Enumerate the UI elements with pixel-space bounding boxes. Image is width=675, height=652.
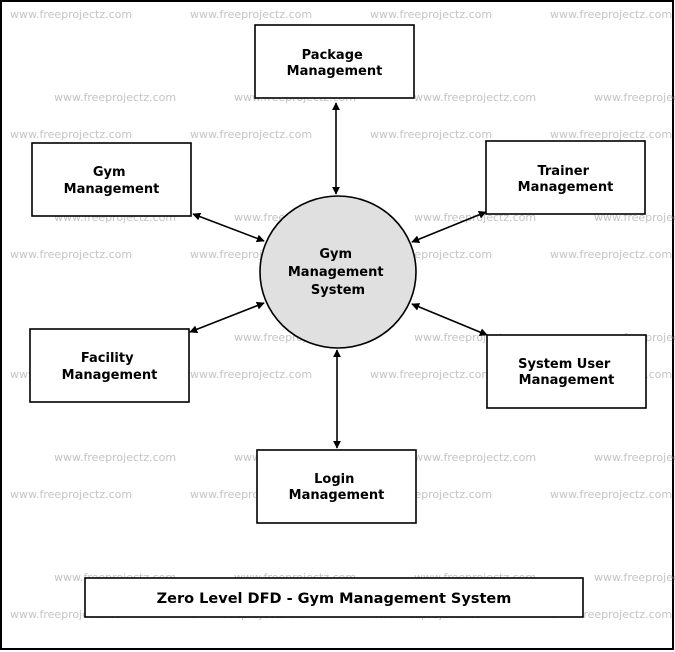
watermark-text: www.freeprojectz.com (550, 488, 672, 501)
watermark-text: www.freeprojectz.com (414, 91, 536, 104)
flow-system-user (411, 303, 488, 336)
watermark-text: www.freeprojectz.com (594, 571, 675, 584)
flow-gym (192, 212, 265, 243)
watermark-text: www.freeprojectz.com (550, 8, 672, 21)
watermark-text: www.freeprojectz.com (10, 248, 132, 261)
watermark-text: www.freeprojectz.com (190, 128, 312, 141)
watermark-text: www.freeprojectz.com (54, 91, 176, 104)
gym-management-box (31, 142, 192, 217)
watermark-text: www.freeprojectz.com (550, 128, 672, 141)
watermark-text: www.freeprojectz.com (190, 8, 312, 21)
watermark-text: www.freeprojectz.com (550, 248, 672, 261)
watermark-text: www.freeprojectz.com (370, 368, 492, 381)
watermark-text: www.freeprojectz.com (594, 451, 675, 464)
flow-facility (189, 301, 265, 334)
system-user-management-box (486, 334, 647, 409)
login-management-box (256, 449, 417, 524)
watermark-text: www.freeprojectz.com (10, 488, 132, 501)
system-user-management-label: System User Management (518, 357, 615, 388)
flow-trainer (411, 210, 487, 244)
gym-management-label: Gym Management (64, 165, 160, 197)
trainer-management-box (485, 140, 646, 215)
facility-management-label: Facility Management (62, 351, 158, 383)
trainer-management-label: Trainer Management (518, 164, 614, 195)
watermark-text: www.freeprojectz.com (370, 8, 492, 21)
diagram-title-box (84, 577, 584, 618)
gym-management-system-process (259, 195, 417, 349)
facility-management-box (29, 328, 190, 403)
watermark-text: www.freeprojectz.com (54, 451, 176, 464)
watermark-text: www.freeprojectz.com (10, 8, 132, 21)
watermark-text: www.freeprojectz.com (594, 91, 675, 104)
watermark-text: www.freeprojectz.com (190, 368, 312, 381)
package-management-box (254, 24, 415, 99)
diagram-title: Zero Level DFD - Gym Management System (157, 591, 512, 607)
watermark-text: www.freeprojectz.com (10, 128, 132, 141)
process-label: Gym Management System (288, 247, 388, 298)
watermark-text: www.freeprojectz.com (370, 128, 492, 141)
login-management-label: Login Management (289, 472, 385, 503)
package-management-label: Package Management (287, 48, 383, 79)
watermark-text: www.freeprojectz.com (414, 451, 536, 464)
